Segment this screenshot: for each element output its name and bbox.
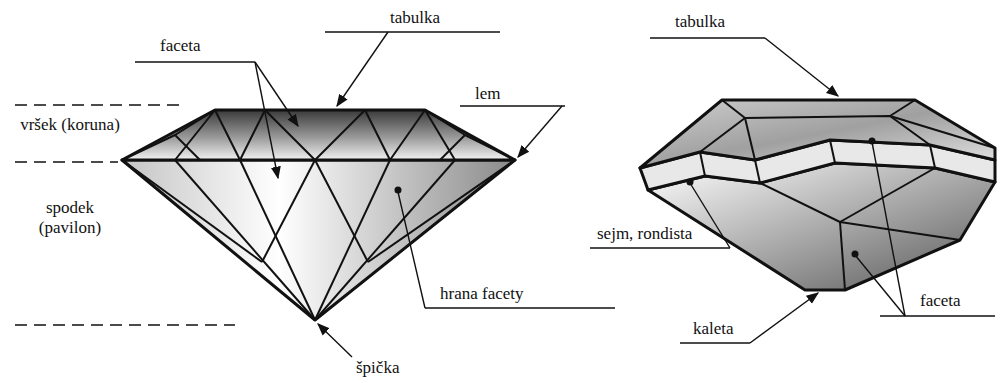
part-label: špička	[356, 358, 399, 378]
part-label: kaleta	[693, 319, 734, 339]
part-label: sejm, rondista	[597, 224, 692, 244]
part-label: tabulka	[390, 8, 440, 28]
part-label: spodek (pavilon)	[20, 198, 120, 238]
part-label: tabulka	[675, 12, 725, 32]
part-label: hrana facety	[440, 284, 524, 304]
part-label: vršek (koruna)	[20, 115, 120, 135]
part-label: faceta	[160, 36, 201, 56]
part-label: lem	[475, 84, 501, 104]
part-label: faceta	[920, 291, 961, 311]
